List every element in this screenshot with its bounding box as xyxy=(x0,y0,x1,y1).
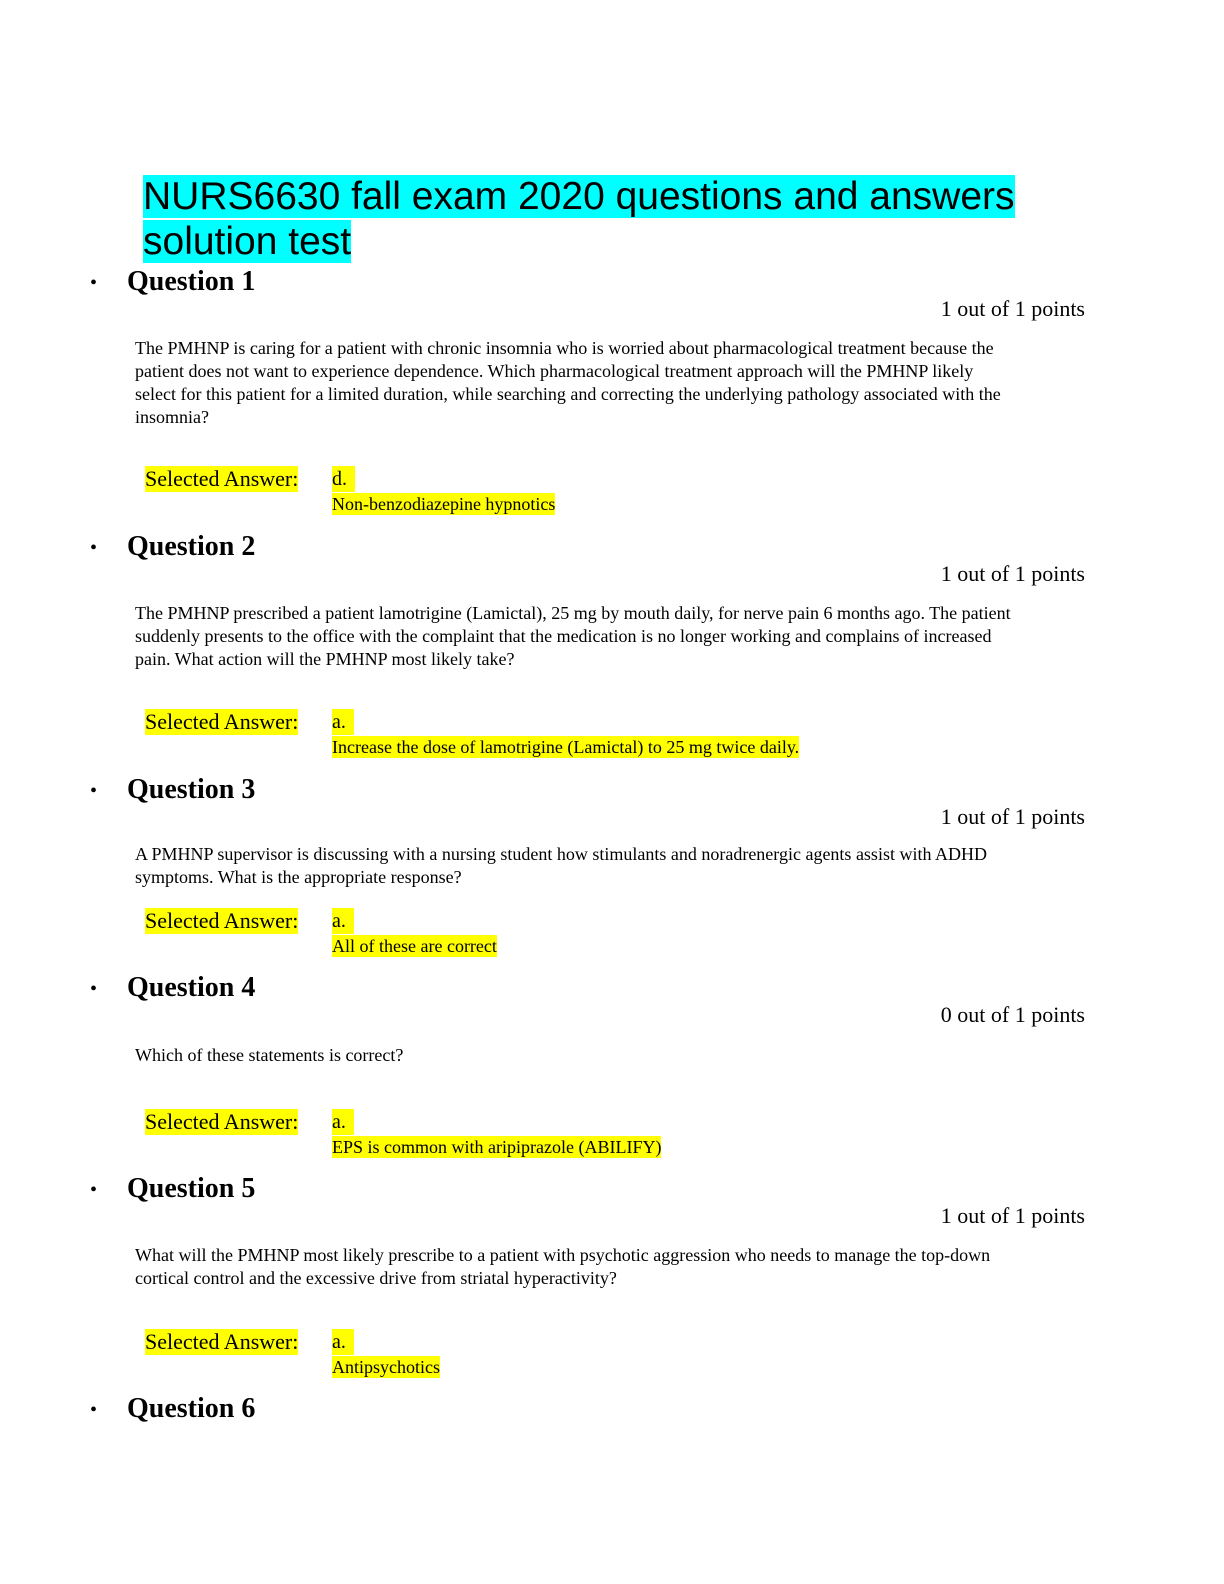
question-text: A PMHNP supervisor is discussing with a … xyxy=(135,844,987,887)
selected-answer-label: Selected Answer: xyxy=(145,1329,299,1355)
question-heading: Question 4 xyxy=(127,972,256,1003)
question-points: 1 out of 1 points xyxy=(940,296,1085,321)
selected-answer-label: Selected Answer: xyxy=(145,709,299,735)
bullet-icon: • xyxy=(90,272,98,294)
answer-text: Antipsychotics xyxy=(332,1356,440,1378)
answer-letter: a. xyxy=(332,1329,354,1355)
question-text: The PMHNP prescribed a patient lamotrigi… xyxy=(135,603,1011,669)
answer-letter: a. xyxy=(332,709,354,735)
answer-text: All of these are correct xyxy=(332,935,497,957)
bullet-icon: • xyxy=(90,537,98,559)
question-heading: Question 2 xyxy=(127,531,256,562)
question-heading: Question 5 xyxy=(127,1173,256,1204)
bullet-icon: • xyxy=(90,978,98,1000)
question-heading: Question 6 xyxy=(127,1393,256,1424)
document-title: NURS6630 fall exam 2020 questions and an… xyxy=(143,175,1015,263)
answer-letter: d. xyxy=(332,466,355,492)
question-heading: Question 1 xyxy=(127,266,256,297)
question-text: Which of these statements is correct? xyxy=(135,1045,404,1065)
selected-answer-label: Selected Answer: xyxy=(145,466,299,492)
question-points: 1 out of 1 points xyxy=(940,561,1085,586)
answer-letter: a. xyxy=(332,1109,354,1135)
bullet-icon: • xyxy=(90,1399,98,1421)
question-points: 1 out of 1 points xyxy=(940,1203,1085,1228)
answer-text: Increase the dose of lamotrigine (Lamict… xyxy=(332,736,800,758)
question-points: 1 out of 1 points xyxy=(940,804,1085,829)
question-points: 0 out of 1 points xyxy=(940,1002,1085,1027)
question-text: What will the PMHNP most likely prescrib… xyxy=(135,1245,991,1288)
answer-text: Non-benzodiazepine hypnotics xyxy=(332,493,556,515)
bullet-icon: • xyxy=(90,1179,98,1201)
selected-answer-label: Selected Answer: xyxy=(145,1109,299,1135)
answer-text: EPS is common with aripiprazole (ABILIFY… xyxy=(332,1136,662,1158)
selected-answer-label: Selected Answer: xyxy=(145,908,299,934)
question-text: The PMHNP is caring for a patient with c… xyxy=(135,338,1001,427)
bullet-icon: • xyxy=(90,780,98,802)
answer-letter: a. xyxy=(332,908,354,934)
question-heading: Question 3 xyxy=(127,774,256,805)
